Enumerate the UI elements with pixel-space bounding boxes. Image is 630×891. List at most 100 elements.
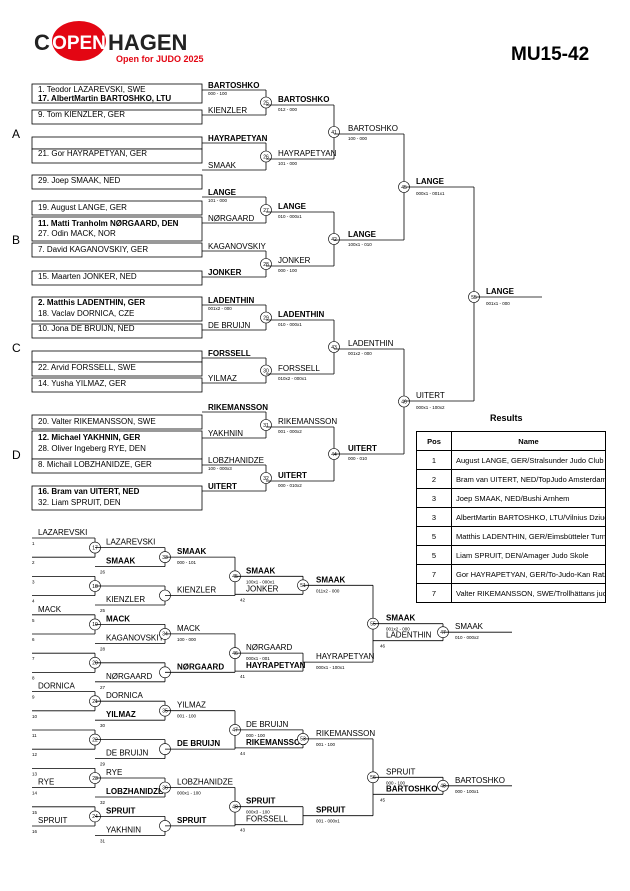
results-pos: 5 <box>416 526 452 546</box>
rep-seed-name: LAZAREVSKI <box>38 528 87 537</box>
entrant-box <box>31 458 203 474</box>
match-number: 28 <box>263 262 269 268</box>
pool-label: A <box>12 127 20 141</box>
entrant-name: 27. Odin MACK, NOR <box>38 229 116 238</box>
r2-score: 101 - 000 <box>278 161 298 166</box>
entrant-box <box>31 200 203 216</box>
entrant-box <box>31 350 203 363</box>
rep-seed-number: 5 <box>32 618 35 623</box>
results-name: AlbertMartin BARTOSHKO, LTU/Vilnius Dziu… <box>451 507 606 527</box>
match-number: 23 <box>92 776 98 782</box>
entrant-box <box>31 485 203 511</box>
match-number: 53 <box>300 737 306 743</box>
entrant-name: 18. Vaclav DORNICA, CZE <box>38 309 134 318</box>
rep-r4-bot-name: HAYRAPETYAN <box>316 652 375 661</box>
rep-r3-bot-name: JONKER <box>246 584 279 593</box>
rep-r3-top-name: SPRUIT <box>246 797 275 806</box>
entrant-name: 16. Bram van UITERT, NED <box>38 487 140 496</box>
rep-r1-source: 26 <box>100 570 106 575</box>
results-pos: 1 <box>416 450 452 470</box>
rep-seed-number: 6 <box>32 637 35 642</box>
entrant-name: 2. Matthis LADENTHIN, GER <box>38 298 145 307</box>
r2-score: 010x2 - 000x1 <box>278 376 307 381</box>
results-name: August LANGE, GER/Stralsunder Judo Club <box>451 450 606 470</box>
match-number-circle <box>260 364 272 377</box>
category-title: MU15-42 <box>511 44 590 65</box>
rep-r4-score: 000x1 - 100x1 <box>316 665 345 670</box>
entrant-box <box>31 242 203 258</box>
rep-r4-score: 001 - 000x1 <box>316 819 340 824</box>
entrant-name: 21. Gor HAYRAPETYAN, GER <box>38 149 147 158</box>
r1-score: 100 - 000x3 <box>208 466 232 471</box>
match-number: 45 <box>232 574 238 580</box>
results-pos: 7 <box>416 564 452 584</box>
entrant-box <box>31 83 203 104</box>
match-number-circle <box>328 341 340 353</box>
r3-score: 000 - 010 <box>348 456 368 461</box>
r1-score: 101 - 000 <box>208 198 228 203</box>
rep-r4-score: 001 - 100 <box>316 742 336 747</box>
match-number: 21 <box>92 699 98 705</box>
entrant-name: 10. Jona DE BRUIJN, NED <box>38 324 135 333</box>
r1-bot-name: YILMAZ <box>208 374 237 383</box>
sf-name: UITERT <box>416 391 445 400</box>
match-number: 29 <box>263 315 269 321</box>
rep-r4-top-name: RIKEMANSSON <box>316 729 375 738</box>
entrant-box <box>31 270 203 286</box>
rep-r1-top-name: SPRUIT <box>106 806 135 815</box>
entrant-name: 14. Yusha YILMAZ, GER <box>38 379 126 388</box>
match-number: 36 <box>162 785 168 791</box>
r1-top-name: LADENTHIN <box>208 296 254 305</box>
r3-score: 001x2 - 000 <box>348 351 372 356</box>
rep-r3-top-name: NØRGAARD <box>246 643 292 652</box>
rep-r3-score: 000x3 - 100 <box>246 810 270 815</box>
rep-r1-bot-name: YILMAZ <box>106 710 136 719</box>
r3-score: 100x1 - 010 <box>348 242 372 247</box>
rep-r1-bot-name: KIENZLER <box>106 595 145 604</box>
match-number-circle <box>260 204 272 216</box>
r2-bot-name: JONKER <box>278 256 311 265</box>
rep-seed-number: 12 <box>32 752 38 757</box>
bronze-bot-name: BARTOSHKO <box>386 784 437 793</box>
r2-bot-name: HAYRAPETYAN <box>278 149 337 158</box>
rep-r2-bot-name: KIENZLER <box>177 586 216 595</box>
match-number: 18 <box>92 584 98 590</box>
match-number-circle <box>260 258 272 270</box>
r3-bot-name: LANGE <box>348 230 377 239</box>
results-col-name: Name <box>451 431 606 451</box>
rep-seed-number: 4 <box>32 599 35 604</box>
r1-score: 000 - 100 <box>208 91 228 96</box>
bronze-score: 000 - 100 <box>386 780 406 785</box>
match-number-circle <box>328 126 340 138</box>
entrant-box <box>31 136 203 150</box>
rep-r1-source: 30 <box>100 723 106 728</box>
match-number: 25 <box>263 100 269 106</box>
r1-top-name: RIKEMANSSON <box>208 403 268 412</box>
match-number: 17 <box>92 545 98 551</box>
match-number: 55 <box>370 622 376 628</box>
rep-r4-top-name: SMAAK <box>316 575 346 584</box>
match-number-circle <box>260 419 272 431</box>
results-pos: 5 <box>416 545 452 565</box>
rep-r3-bot-name: RIKEMANSSON <box>246 738 306 747</box>
rep-r1-top-name: DORNICA <box>106 691 144 700</box>
r1-top-name: HAYRAPETYAN <box>208 134 268 143</box>
bronze-winner-score: 000 - 100x1 <box>455 789 479 794</box>
r2-top-name: RIKEMANSSON <box>278 417 337 426</box>
match-number: 51 <box>300 583 306 589</box>
rep-r2-top-name: YILMAZ <box>177 701 206 710</box>
rep-r1-source: 29 <box>100 762 106 767</box>
rep-r3-top-name: SMAAK <box>246 566 276 575</box>
logo-badge: OPEN <box>52 33 106 54</box>
bronze-winner-score: 010 - 000x2 <box>455 635 479 640</box>
r1-top-name: BARTOSHKO <box>208 81 259 90</box>
results-pos: 7 <box>416 583 452 603</box>
logo-right: HAGEN <box>108 30 187 55</box>
rep-seed-number: 13 <box>32 771 38 776</box>
